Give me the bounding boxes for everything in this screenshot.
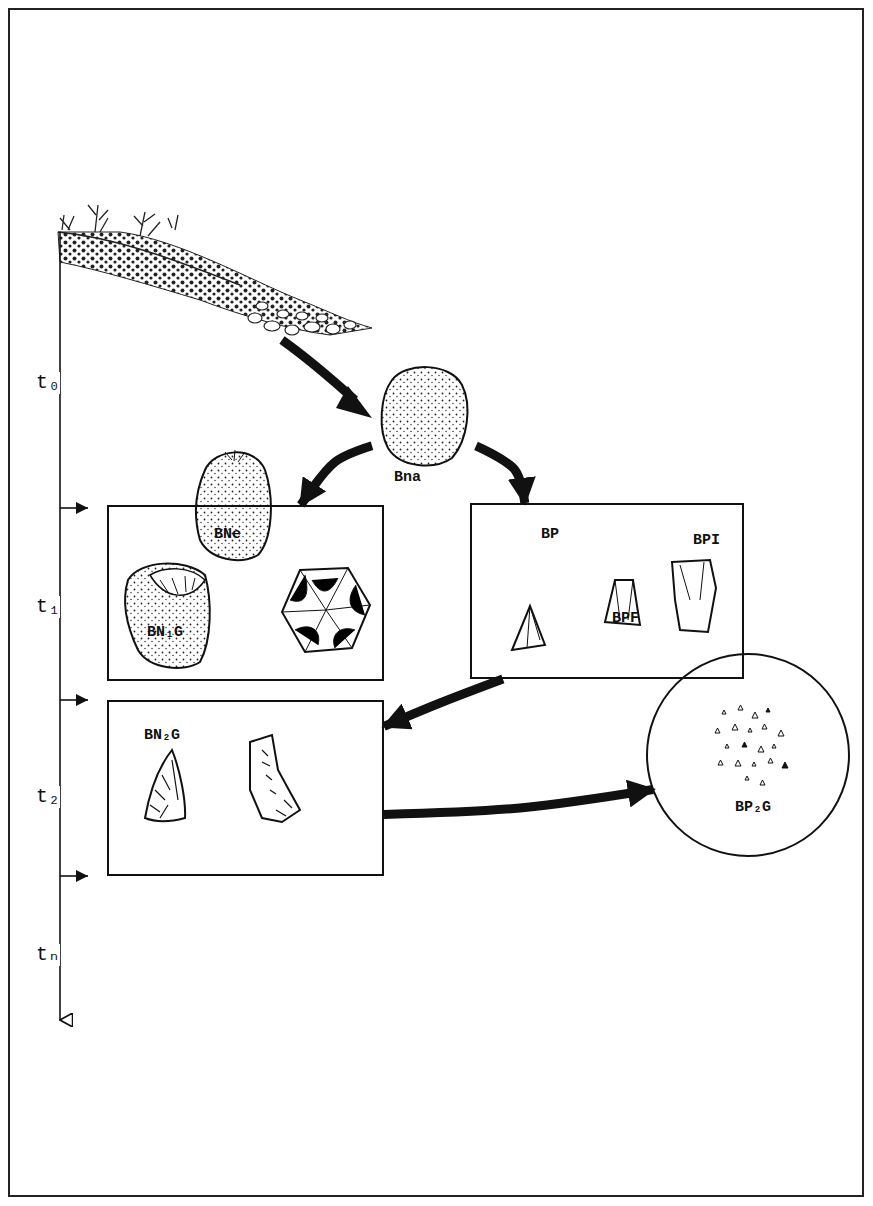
time-label: t₁ xyxy=(36,596,60,618)
node-label: BPI xyxy=(693,533,720,550)
page-frame xyxy=(9,9,863,1196)
stage-box: BP BPI BPF xyxy=(470,503,744,679)
time-label: t₂ xyxy=(36,786,60,808)
node-label: BP xyxy=(541,527,559,544)
time-label: t₀ xyxy=(36,372,60,394)
raw-pebble xyxy=(382,367,468,465)
discoid-core xyxy=(282,568,370,652)
node-label: BNe xyxy=(214,527,241,544)
chopper-bn1g xyxy=(125,564,210,668)
node-label: BN₂G xyxy=(144,728,180,745)
node-label: BN₁G xyxy=(147,625,183,642)
transport-arrowhead xyxy=(336,386,372,418)
stage-box: BNeBN₁G xyxy=(107,505,384,681)
pebble-scar xyxy=(225,450,245,462)
small-debris xyxy=(715,705,788,785)
flow-arrow xyxy=(384,679,503,726)
retouched-tools xyxy=(145,735,300,822)
transport-arrow xyxy=(282,340,355,400)
flow-arrow xyxy=(476,446,525,503)
flow-arrow xyxy=(384,790,653,815)
node-label: BPF xyxy=(612,611,639,628)
flakes-bp xyxy=(512,560,716,650)
circle-outline xyxy=(645,652,851,858)
slope-outcrop xyxy=(58,205,372,335)
node-label: BP₂G xyxy=(735,800,771,817)
stage-box: BN₂G xyxy=(107,700,384,876)
time-label: tₙ xyxy=(36,944,60,966)
raw-material-node: Bna xyxy=(372,360,476,494)
flow-arrow xyxy=(301,446,372,505)
debris-circle: BP₂G xyxy=(645,652,851,858)
node-label: Bna xyxy=(394,470,421,487)
time-axis xyxy=(60,232,88,1020)
